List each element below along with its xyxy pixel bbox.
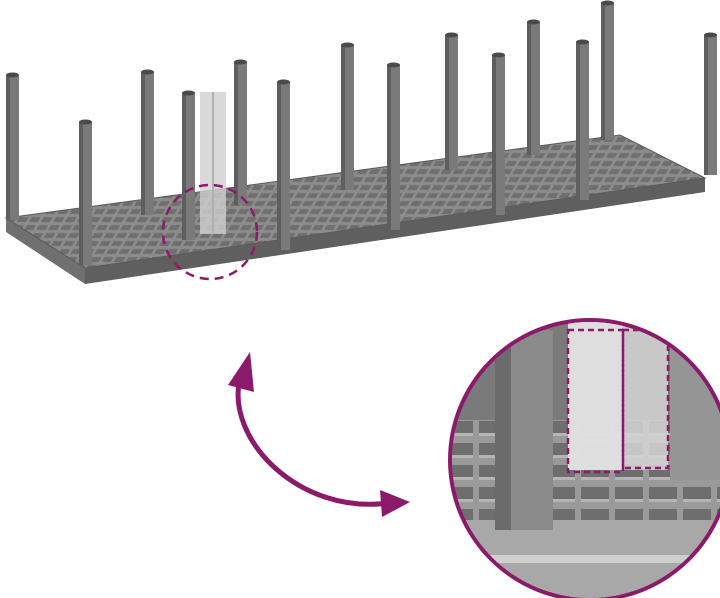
platform-front-side — [85, 178, 705, 284]
rotation-arrow-icon — [228, 352, 410, 517]
posts — [6, 0, 717, 265]
zoom-detail-view — [448, 318, 720, 598]
post — [492, 52, 505, 215]
post — [277, 79, 290, 250]
post — [234, 59, 247, 205]
post — [141, 69, 154, 215]
post — [79, 119, 92, 265]
post — [6, 72, 19, 220]
post — [601, 0, 614, 140]
post — [182, 90, 195, 240]
post — [341, 42, 354, 190]
post — [576, 39, 589, 200]
platform-left-side — [6, 218, 85, 284]
post — [704, 32, 717, 175]
post — [527, 19, 540, 155]
ghost-post — [200, 92, 226, 234]
post — [445, 32, 458, 170]
detail-marker-dashed-circle-icon — [161, 183, 259, 281]
post — [387, 62, 400, 230]
platform-top-grid — [4, 134, 707, 269]
platform — [4, 134, 707, 284]
